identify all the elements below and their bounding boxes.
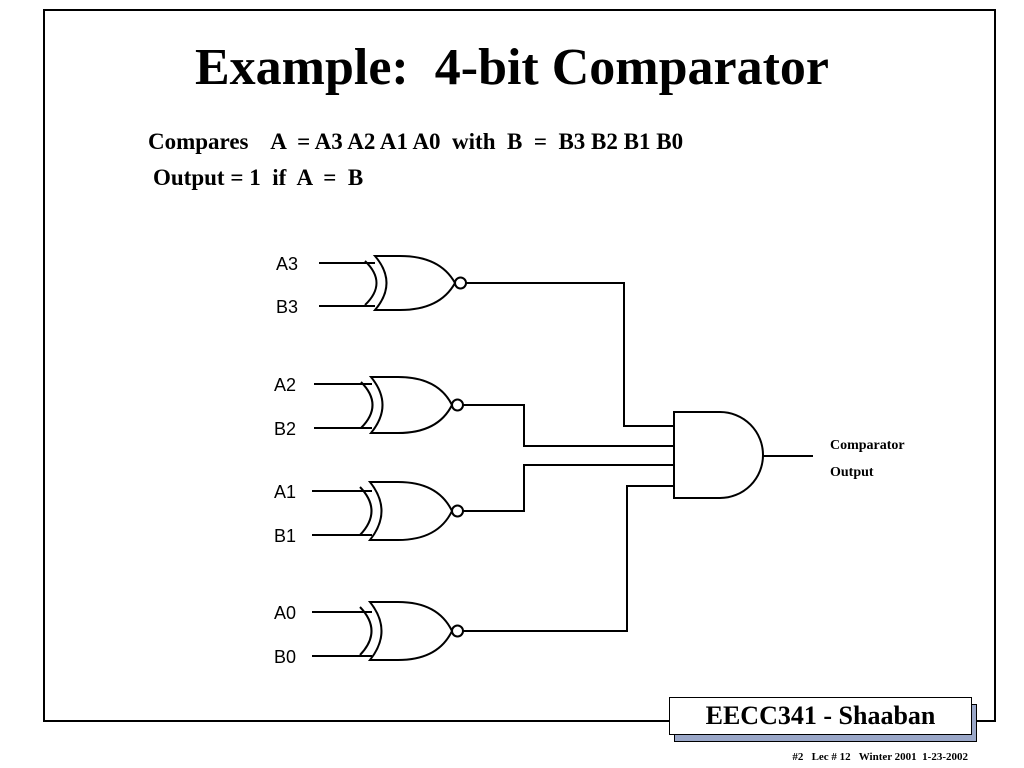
xnor-gate-1 — [359, 481, 464, 541]
label-b0: B0 — [274, 647, 296, 667]
xnor-gate-0 — [359, 601, 464, 661]
footer-badge: EECC341 - Shaaban — [669, 697, 972, 735]
label-a0: A0 — [274, 603, 296, 623]
output-label-line-2: Output — [830, 465, 874, 480]
wire-xnor1-to-and — [463, 464, 674, 512]
output-label-line-1: Comparator — [830, 438, 905, 453]
label-b1: B1 — [274, 526, 296, 546]
and-gate — [673, 411, 764, 499]
wire-xnor0-to-and — [463, 485, 674, 632]
slide-title: Example: 4-bit Comparator — [194, 39, 830, 96]
label-a3: A3 — [276, 254, 298, 274]
wire-xnor3-to-and — [466, 282, 674, 427]
label-b2: B2 — [274, 419, 296, 439]
wire-xnor2-to-and — [463, 404, 674, 447]
xnor-gate-3 — [364, 255, 467, 311]
label-b3: B3 — [276, 297, 298, 317]
description-line-output: Output = 1 if A = B — [153, 165, 364, 190]
label-a2: A2 — [274, 375, 296, 395]
xnor-gate-2 — [360, 376, 464, 434]
slide-frame — [43, 9, 996, 722]
description-line-compares: Compares A = A3 A2 A1 A0 with B = B3 B2 … — [148, 129, 684, 154]
footer-lecture-note: #2 Lec # 12 Winter 2001 1-23-2002 — [792, 751, 968, 763]
label-a1: A1 — [274, 482, 296, 502]
